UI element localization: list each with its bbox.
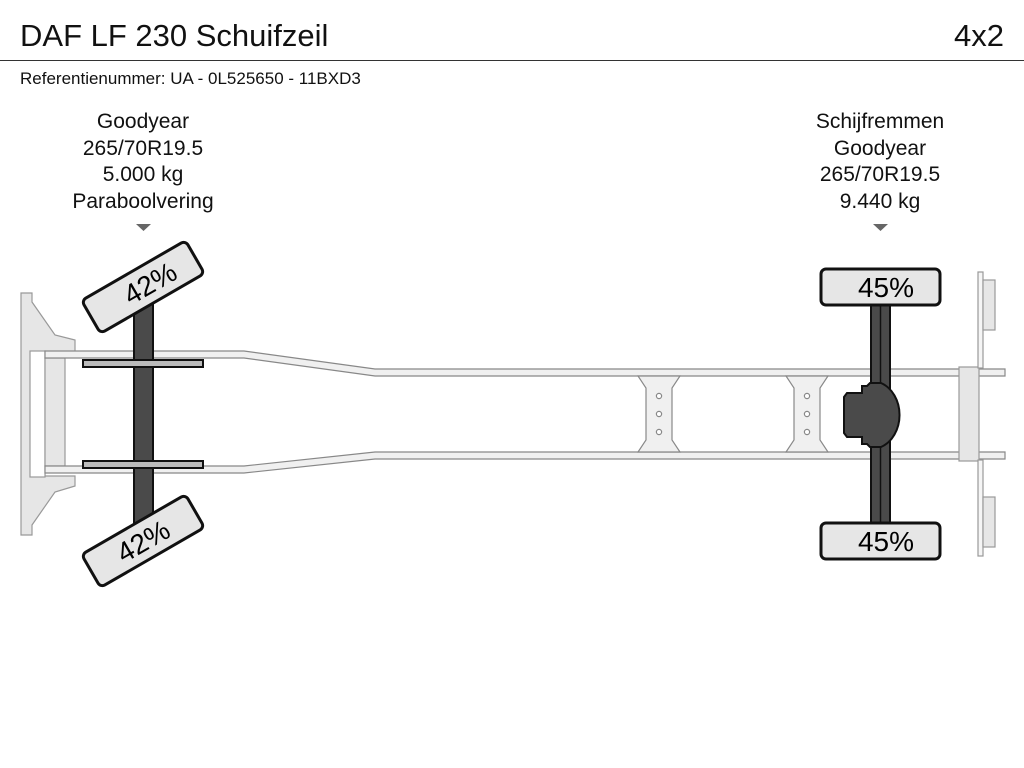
front-axle-line: 5.000 kg [102, 163, 184, 186]
crossmember [784, 375, 830, 453]
axle-configuration: 4x2 [954, 18, 1004, 53]
front-axle-info: Goodyear 265/70R19.5 5.000 kg Paraboolve… [33, 109, 253, 215]
rear-axle-info: Schijfremmen Goodyear 265/70R19.5 9.440 … [770, 109, 990, 215]
crossmember [636, 375, 682, 453]
tire-tread-percentage: 45% [858, 272, 914, 303]
front-axle-line: Paraboolvering [72, 189, 214, 213]
chassis-frame [44, 350, 1006, 474]
rear-bumper [958, 271, 996, 557]
rear-axle-line: 9.440 kg [839, 189, 921, 213]
leaf-spring [82, 460, 204, 469]
vehicle-title: DAF LF 230 Schuifzeil [20, 18, 329, 53]
front-bumper [20, 292, 76, 536]
front-axle: 42% 42% [81, 240, 205, 588]
rear-axle-pointer-icon [873, 224, 888, 231]
rear-axle-line: 265/70R19.5 [819, 163, 941, 186]
rear-left-tire: 45% [819, 267, 942, 307]
rear-axle-line: Schijfremmen [815, 110, 945, 133]
front-axle-line: 265/70R19.5 [82, 136, 204, 160]
tire-tread-percentage: 45% [858, 526, 914, 557]
leaf-spring [82, 359, 204, 368]
rear-axle-line: Goodyear [833, 136, 927, 160]
reference-number: Referentienummer: UA - 0L525650 - 11BXD3 [20, 69, 361, 88]
front-axle-line: Goodyear [96, 110, 190, 133]
header-divider [0, 60, 1024, 61]
rear-right-tire: 45% [819, 521, 942, 561]
front-axle-pointer-icon [136, 224, 151, 231]
rear-axle: 45% 45% [819, 267, 942, 561]
differential [843, 382, 901, 448]
